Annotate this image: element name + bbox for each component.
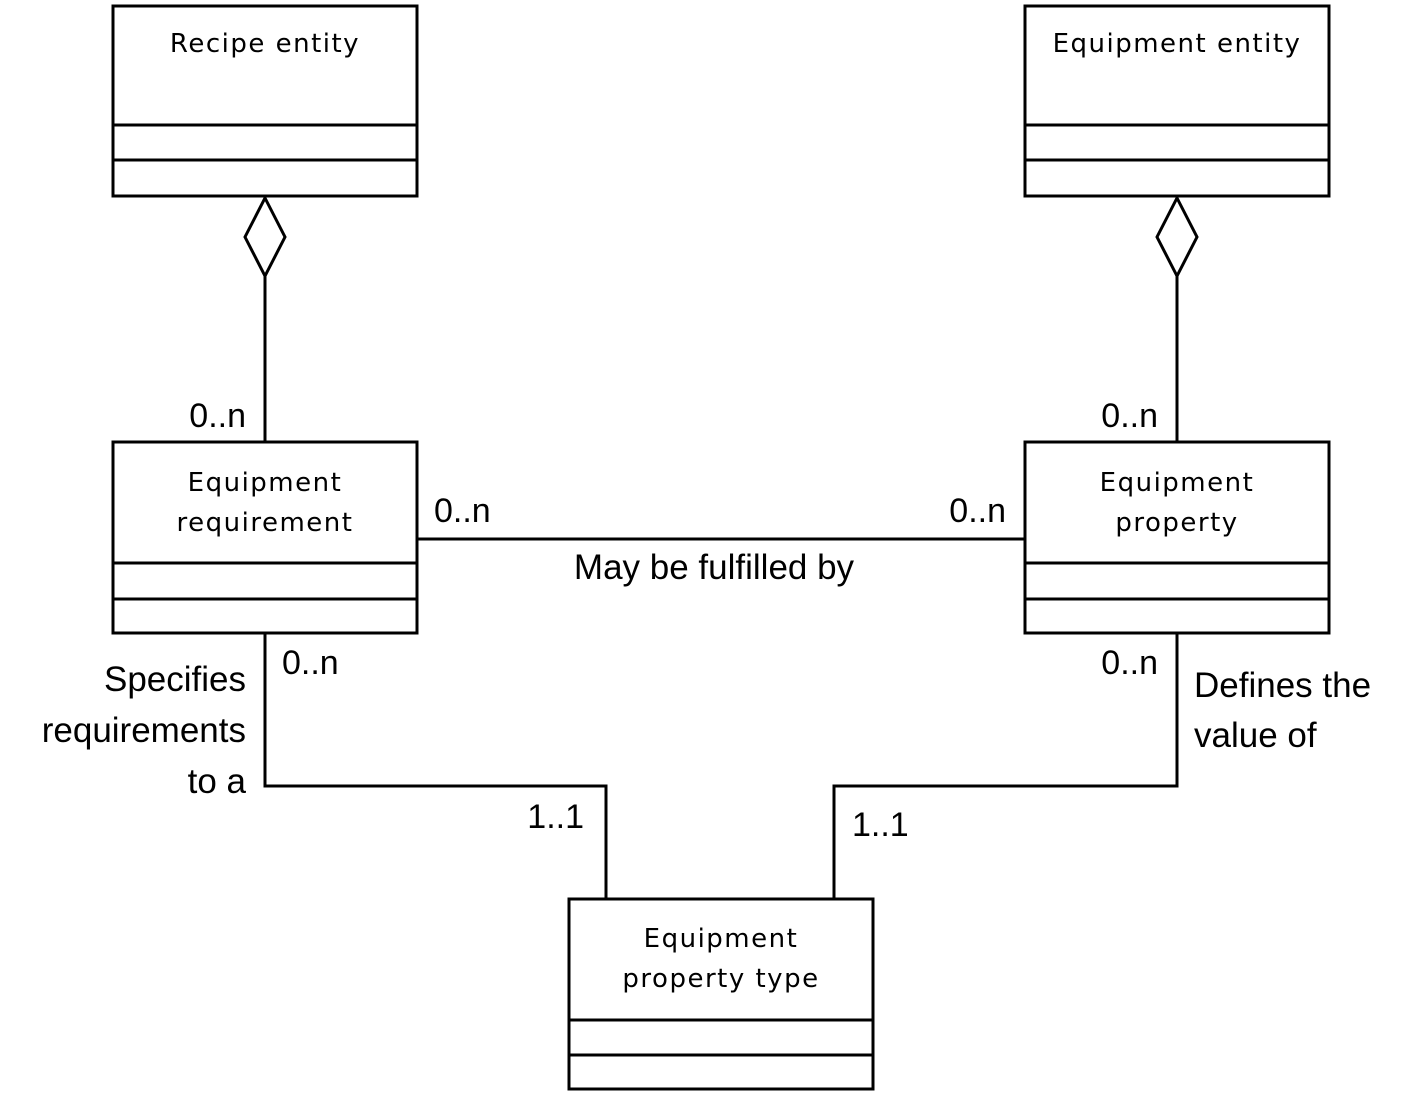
- class-name-line-1: Equipment: [1100, 468, 1255, 498]
- association-label-defines-line-2: value of: [1194, 716, 1317, 755]
- class-box: [111, 440, 419, 635]
- aggregation-diamond-icon: [1155, 194, 1199, 280]
- class-name: Recipe entity: [170, 29, 360, 59]
- defines-value-association-line: [832, 634, 1179, 898]
- class-box: [567, 897, 875, 1091]
- class-box: [1023, 4, 1331, 198]
- class-name: Equipment entity: [1053, 29, 1302, 59]
- association-label-fulfilled-by: May be fulfilled by: [574, 548, 855, 587]
- class-name-line-1: Equipment: [644, 924, 799, 954]
- class-name-line-2: property: [1115, 508, 1238, 538]
- multiplicity-label: 0..n: [949, 492, 1006, 530]
- class-name-line-2: requirement: [177, 508, 354, 538]
- multiplicity-label: 0..n: [434, 492, 491, 530]
- association-label-specifies-line-2: requirements: [42, 711, 246, 750]
- association-label-specifies-line-3: to a: [188, 762, 247, 801]
- multiplicity-label: 0..n: [282, 644, 339, 682]
- association-label-specifies-line-1: Specifies: [104, 660, 246, 699]
- class-box: [111, 4, 419, 198]
- multiplicity-label: 0..n: [189, 397, 246, 435]
- class-name-line-1: Equipment: [188, 468, 343, 498]
- class-name-line-2: property type: [622, 964, 819, 994]
- class-box: [1023, 440, 1331, 635]
- class-equipment-property-type: Equipment property type: [567, 897, 875, 1091]
- class-equipment-entity: Equipment entity: [1023, 4, 1331, 198]
- multiplicity-label: 1..1: [852, 806, 909, 844]
- multiplicity-label: 0..n: [1101, 397, 1158, 435]
- multiplicity-label: 0..n: [1101, 644, 1158, 682]
- class-equipment-property: Equipment property: [1023, 440, 1331, 635]
- class-equipment-requirement: Equipment requirement: [111, 440, 419, 635]
- specifies-requirements-association-line: [263, 634, 608, 898]
- multiplicity-label: 1..1: [527, 798, 584, 836]
- aggregation-diamond-icon: [243, 194, 287, 280]
- class-recipe-entity: Recipe entity: [111, 4, 419, 198]
- association-label-defines-line-1: Defines the: [1194, 666, 1371, 705]
